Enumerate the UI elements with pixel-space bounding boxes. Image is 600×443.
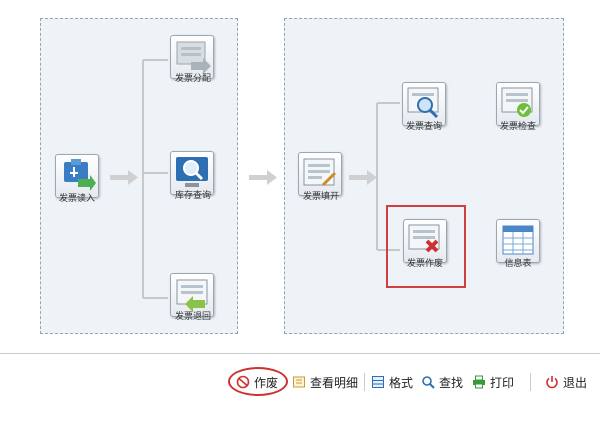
exit-label: 退出	[563, 375, 588, 390]
view-detail-label: 查看明细	[310, 375, 359, 390]
no-entry-icon	[236, 375, 250, 389]
invoice-query-label: 发票查询	[405, 122, 442, 132]
invoice-return-label: 发票退回	[174, 312, 211, 322]
search-invoice-icon	[407, 87, 439, 119]
magnifier-monitor-icon	[176, 157, 208, 187]
toolbar-divider	[0, 353, 600, 354]
invoice-void-label: 发票作废	[406, 259, 443, 269]
void-button[interactable]: 作废	[236, 372, 278, 392]
print-label: 打印	[490, 375, 515, 390]
void-invoice-icon	[408, 224, 440, 253]
printer-icon	[472, 375, 486, 389]
inventory-query-label: 库存查询	[174, 191, 211, 201]
invoice-check-tile[interactable]	[496, 82, 540, 126]
grid-format-icon	[371, 375, 385, 389]
search-icon	[421, 375, 435, 389]
edit-invoice-icon	[303, 158, 337, 187]
invoice-allocate-tile[interactable]	[170, 35, 214, 79]
table-icon	[502, 225, 534, 255]
invoice-issue-label: 发票填开	[302, 192, 339, 202]
inventory-query-tile[interactable]	[170, 151, 214, 195]
invoice-void-highlight	[386, 205, 466, 288]
invoice-check-label: 发票检查	[499, 122, 536, 132]
print-button[interactable]: 打印	[472, 372, 514, 392]
format-button[interactable]: 格式	[371, 372, 413, 392]
toolbar-separator	[530, 373, 531, 391]
search-label: 查找	[439, 375, 464, 390]
invoice-allocate-label: 发票分配	[174, 74, 211, 84]
view-detail-button[interactable]: 查看明细	[292, 372, 358, 392]
void-button-label: 作废	[254, 375, 279, 390]
info-table-tile[interactable]	[496, 219, 540, 263]
power-icon	[545, 375, 559, 389]
invoice-void-tile[interactable]	[403, 219, 447, 263]
document-detail-icon	[292, 375, 306, 389]
void-button-highlight	[228, 367, 288, 396]
exit-button[interactable]: 退出	[545, 372, 587, 392]
format-label: 格式	[389, 375, 414, 390]
return-invoice-icon	[176, 279, 208, 312]
invoice-read-label: 发票读入	[58, 194, 95, 204]
invoice-query-tile[interactable]	[402, 82, 446, 126]
invoice-issue-tile[interactable]	[298, 152, 342, 196]
invoice-return-tile[interactable]	[170, 273, 214, 317]
usb-import-icon	[64, 159, 96, 191]
check-invoice-icon	[501, 87, 533, 117]
toolbar-separator	[364, 373, 365, 391]
invoice-read-tile[interactable]	[55, 154, 99, 198]
search-button[interactable]: 查找	[421, 372, 463, 392]
allocate-invoice-icon	[176, 41, 211, 74]
info-table-label: 信息表	[504, 259, 532, 269]
